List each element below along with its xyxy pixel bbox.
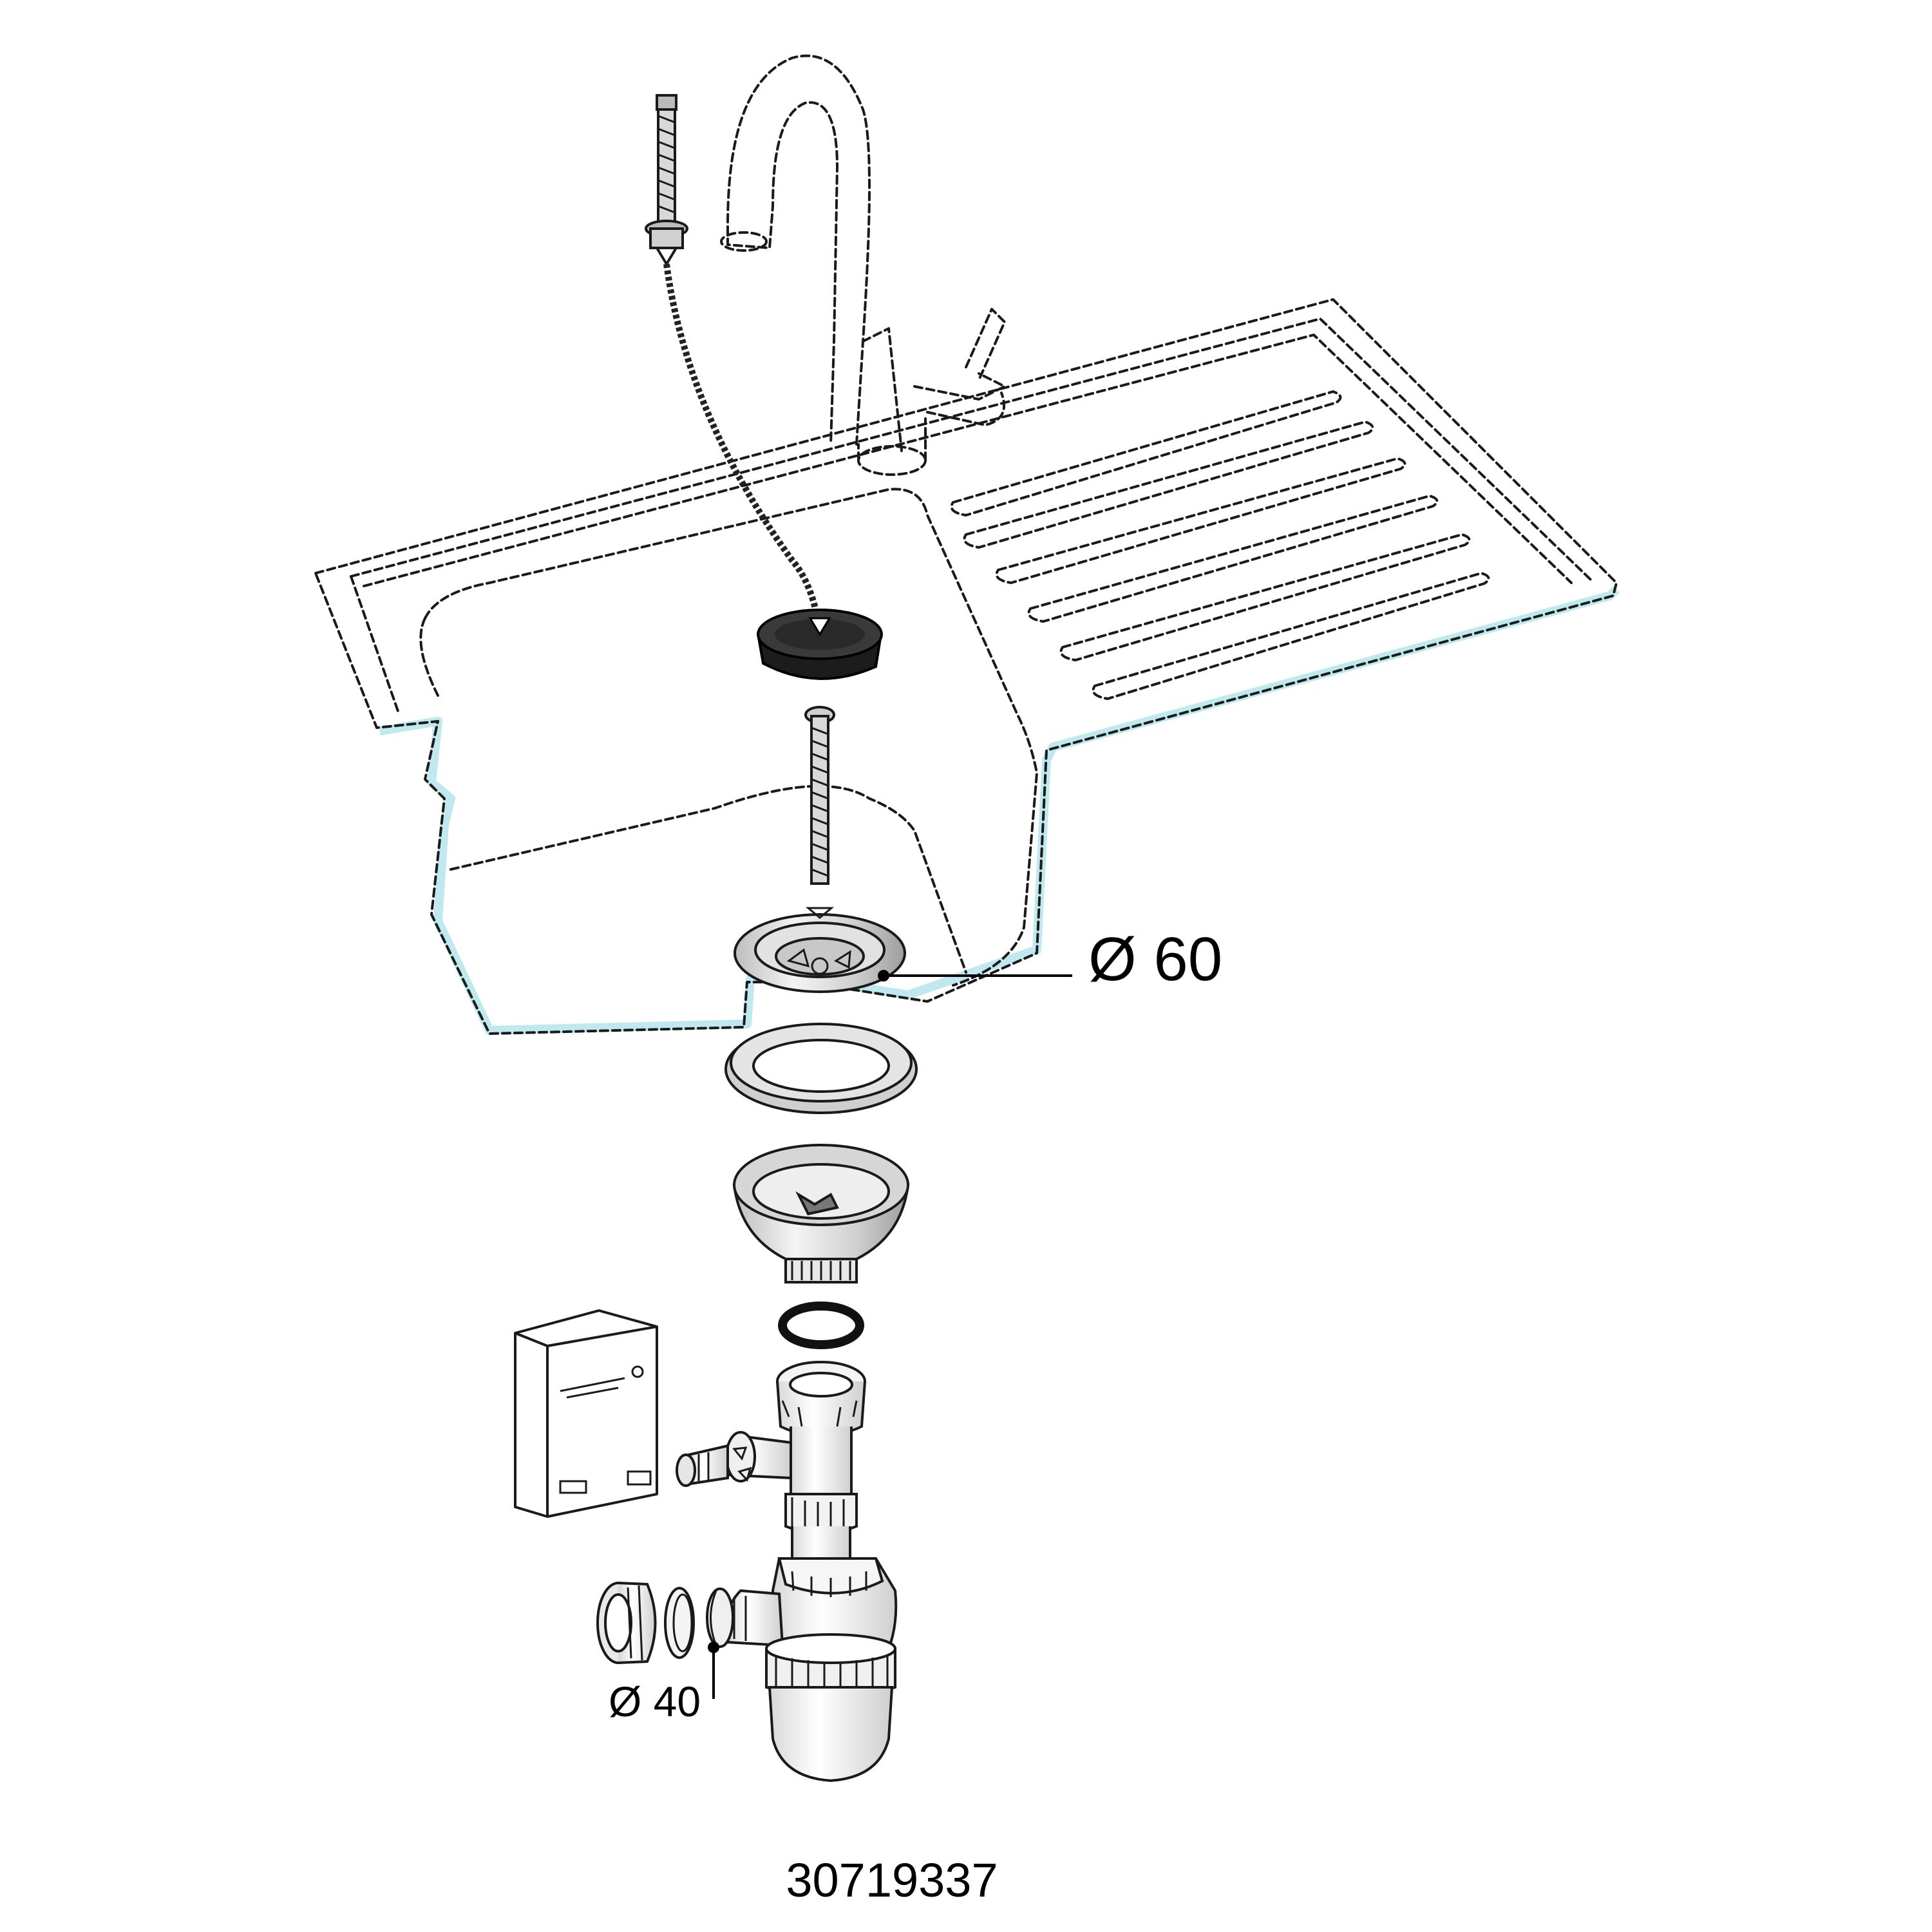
bottle-trap [676, 1361, 898, 1783]
rubber-plug [757, 609, 883, 680]
ball-chain [663, 263, 821, 622]
o-ring [778, 1302, 864, 1349]
overflow-nut-and-seal [596, 1582, 695, 1664]
connecting-screw [804, 706, 835, 885]
overflow-diameter-label: Ø 40 [609, 1678, 701, 1725]
outlet-diameter-label: Ø 60 [1088, 925, 1222, 994]
strainer-basket [734, 907, 906, 993]
dimension-callouts [708, 970, 1072, 1699]
flat-gasket [724, 1023, 918, 1114]
drain-body [732, 1144, 910, 1283]
sink-outline [314, 298, 1620, 1035]
product-reference-number: 30719337 [786, 1853, 998, 1907]
faucet-outline [720, 54, 1006, 476]
washing-machine-icon [514, 1309, 658, 1518]
chain-and-plug-screw [645, 94, 821, 622]
